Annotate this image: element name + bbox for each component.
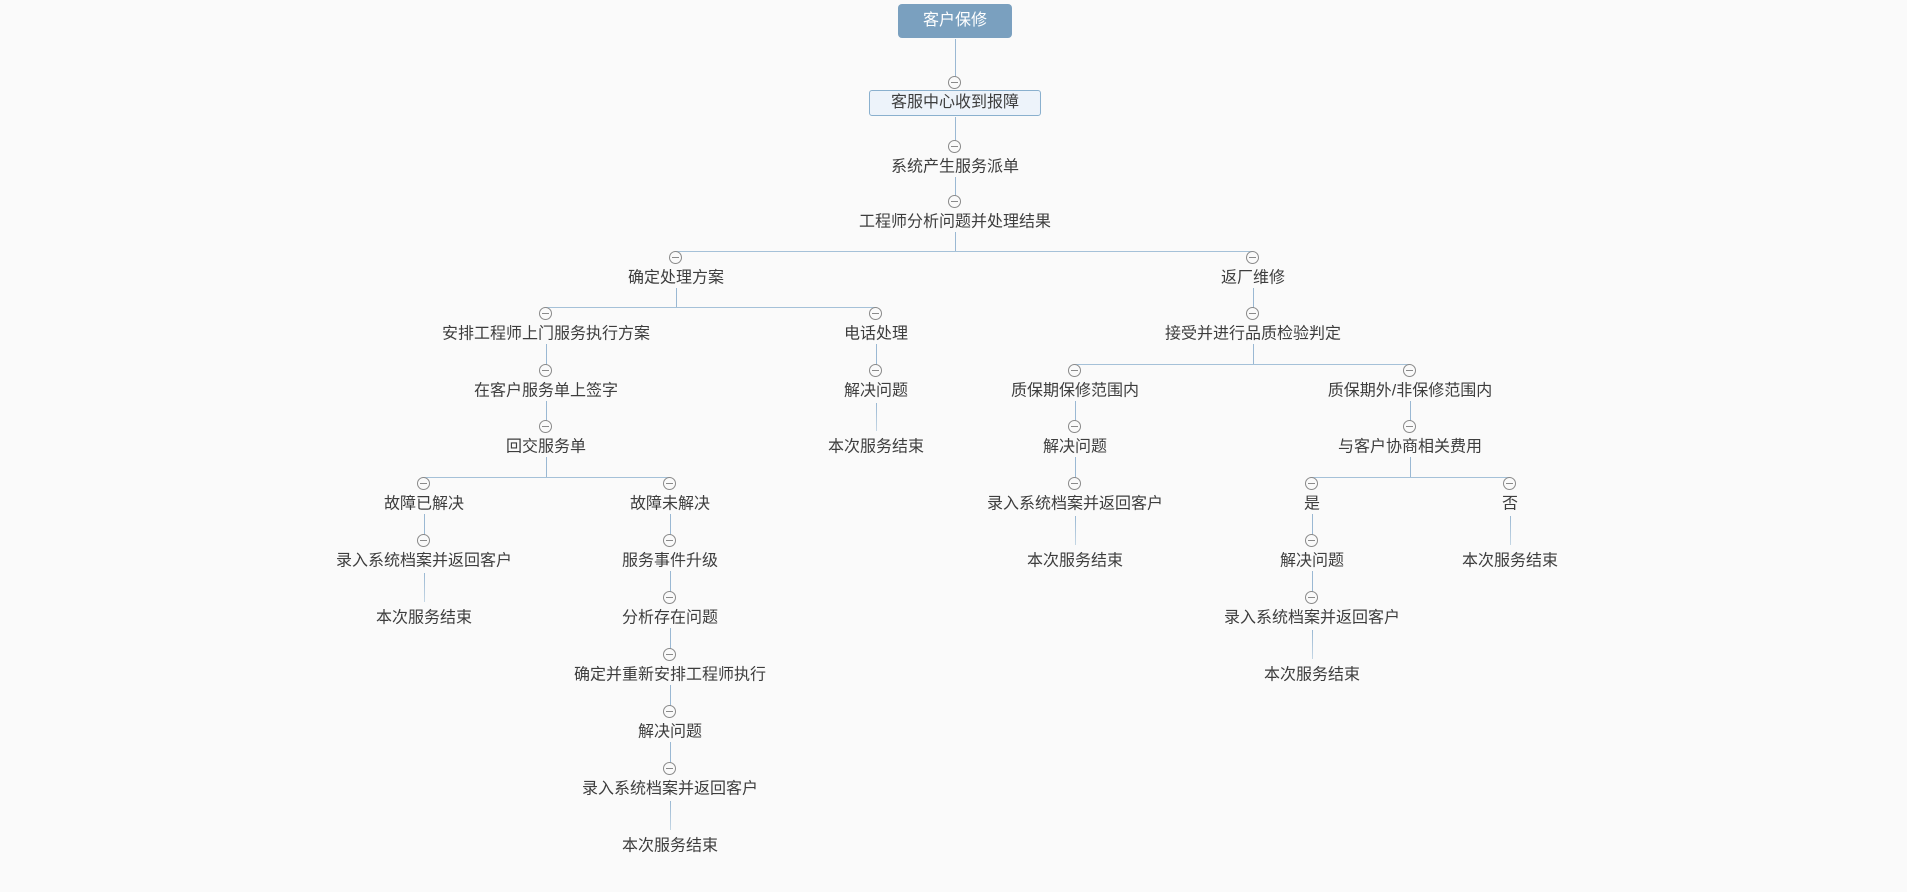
connector-line [423, 514, 425, 535]
connector-line [875, 344, 877, 365]
collapse-icon[interactable] [1403, 364, 1416, 377]
collapse-icon[interactable] [663, 762, 676, 775]
connector-line [669, 514, 671, 535]
node-report-received[interactable]: 客服中心收到报障 [868, 90, 1042, 116]
collapse-icon[interactable] [869, 364, 882, 377]
connector-line [545, 457, 547, 477]
node-root[interactable]: 客户保修 [897, 4, 1013, 38]
connector-line [1509, 516, 1511, 545]
connector-rail [546, 307, 876, 308]
node-warranty-solve[interactable]: 解决问题 [1042, 438, 1108, 456]
collapse-icon[interactable] [663, 477, 676, 490]
node-no[interactable]: 否 [1501, 495, 1519, 513]
collapse-icon[interactable] [539, 307, 552, 320]
connector-line [875, 403, 877, 431]
node-event-escalate[interactable]: 服务事件升级 [621, 552, 719, 570]
collapse-icon[interactable] [669, 251, 682, 264]
collapse-icon[interactable] [948, 195, 961, 208]
connector-line [954, 117, 956, 141]
connector-line [954, 177, 956, 196]
node-warranty-archive[interactable]: 录入系统档案并返回客户 [986, 495, 1164, 513]
node-negotiate-fee[interactable]: 与客户协商相关费用 [1337, 438, 1483, 456]
collapse-icon[interactable] [663, 591, 676, 604]
connector-line [545, 344, 547, 365]
connector-rail [1075, 364, 1410, 365]
collapse-icon[interactable] [1403, 420, 1416, 433]
collapse-icon[interactable] [663, 534, 676, 547]
connector-rail [424, 477, 670, 478]
connector-line [423, 573, 425, 602]
connector-line [669, 801, 671, 830]
node-engineer-analysis[interactable]: 工程师分析问题并处理结果 [858, 213, 1052, 231]
node-in-warranty[interactable]: 质保期保修范围内 [1010, 382, 1140, 400]
connector-line [954, 39, 956, 77]
collapse-icon[interactable] [869, 307, 882, 320]
collapse-icon[interactable] [1246, 251, 1259, 264]
connector-rail [676, 251, 1253, 252]
collapse-icon[interactable] [948, 76, 961, 89]
node-unresolved-archive[interactable]: 录入系统档案并返回客户 [581, 780, 759, 798]
connector-line [669, 685, 671, 706]
node-sign-service-sheet[interactable]: 在客户服务单上签字 [473, 382, 619, 400]
node-resolved-archive[interactable]: 录入系统档案并返回客户 [335, 552, 513, 570]
node-fault-resolved[interactable]: 故障已解决 [383, 495, 465, 513]
collapse-icon[interactable] [1305, 591, 1318, 604]
connector-line [1311, 514, 1313, 535]
collapse-icon[interactable] [1246, 307, 1259, 320]
node-dispatch-order[interactable]: 系统产生服务派单 [890, 158, 1020, 176]
node-resolved-end[interactable]: 本次服务结束 [375, 609, 473, 627]
node-warranty-end[interactable]: 本次服务结束 [1026, 552, 1124, 570]
connector-line [954, 232, 956, 251]
node-fault-unresolved[interactable]: 故障未解决 [629, 495, 711, 513]
collapse-icon[interactable] [1068, 477, 1081, 490]
node-factory-return[interactable]: 返厂维修 [1220, 269, 1286, 287]
node-unresolved-end[interactable]: 本次服务结束 [621, 837, 719, 855]
node-phone-solve[interactable]: 解决问题 [843, 382, 909, 400]
node-yes[interactable]: 是 [1303, 495, 1321, 513]
connector-line [545, 401, 547, 421]
node-analyze-problem[interactable]: 分析存在问题 [621, 609, 719, 627]
connector-line [1409, 401, 1411, 421]
node-plan-confirm[interactable]: 确定处理方案 [627, 269, 725, 287]
connector-line [675, 288, 677, 307]
collapse-icon[interactable] [417, 477, 430, 490]
connector-line [1252, 288, 1254, 308]
node-yes-archive[interactable]: 录入系统档案并返回客户 [1223, 609, 1401, 627]
connector-line [1074, 457, 1076, 478]
connector-rail [1312, 477, 1510, 478]
connector-line [1252, 344, 1254, 364]
node-phone-end[interactable]: 本次服务结束 [827, 438, 925, 456]
connector-line [1074, 516, 1076, 545]
collapse-icon[interactable] [1305, 534, 1318, 547]
collapse-icon[interactable] [1068, 364, 1081, 377]
collapse-icon[interactable] [1503, 477, 1516, 490]
connector-line [669, 571, 671, 592]
node-phone-handle[interactable]: 电话处理 [843, 325, 909, 343]
collapse-icon[interactable] [417, 534, 430, 547]
node-onsite-service[interactable]: 安排工程师上门服务执行方案 [441, 325, 651, 343]
node-yes-solve[interactable]: 解决问题 [1279, 552, 1345, 570]
collapse-icon[interactable] [1305, 477, 1318, 490]
node-out-warranty[interactable]: 质保期外/非保修范围内 [1327, 382, 1493, 400]
node-return-sheet[interactable]: 回交服务单 [505, 438, 587, 456]
connector-line [669, 628, 671, 649]
node-yes-end[interactable]: 本次服务结束 [1263, 666, 1361, 684]
node-quality-inspection[interactable]: 接受并进行品质检验判定 [1164, 325, 1342, 343]
collapse-icon[interactable] [663, 648, 676, 661]
connector-line [669, 742, 671, 763]
collapse-icon[interactable] [539, 420, 552, 433]
collapse-icon[interactable] [539, 364, 552, 377]
connector-line [1409, 457, 1411, 477]
collapse-icon[interactable] [948, 140, 961, 153]
node-unresolved-solve[interactable]: 解决问题 [637, 723, 703, 741]
connector-line [1311, 571, 1313, 592]
node-rearrange-engineer[interactable]: 确定并重新安排工程师执行 [573, 666, 767, 684]
connector-line [1311, 630, 1313, 659]
collapse-icon[interactable] [1068, 420, 1081, 433]
collapse-icon[interactable] [663, 705, 676, 718]
connector-line [1074, 401, 1076, 421]
node-no-end[interactable]: 本次服务结束 [1461, 552, 1559, 570]
